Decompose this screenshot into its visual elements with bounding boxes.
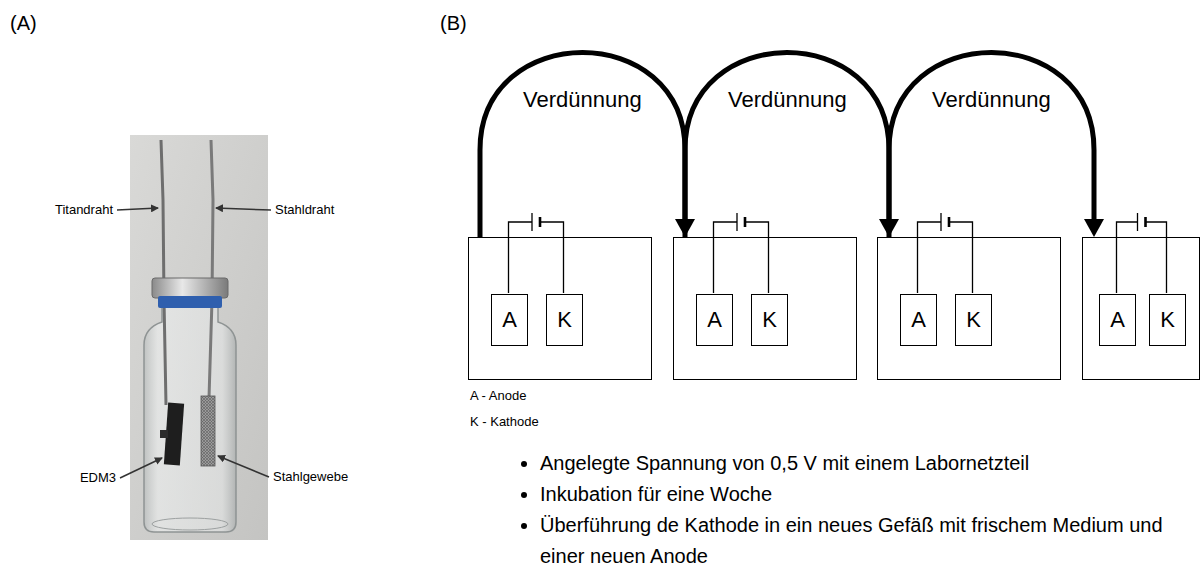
- electrode-letter: A: [707, 307, 722, 333]
- battery-plate: [736, 213, 737, 231]
- wire: [918, 222, 942, 293]
- wire: [1117, 222, 1138, 293]
- wire: [509, 222, 533, 293]
- panel-letter: (A): [10, 12, 37, 35]
- vessel-box: AK: [1082, 237, 1200, 380]
- electrode-box: A: [900, 294, 937, 346]
- bullet-item: Angelegte Spannung von 0,5 V mit einem L…: [540, 448, 1202, 479]
- electrode-box: A: [1099, 294, 1136, 346]
- edge-label: Verdünnung: [929, 87, 1054, 113]
- bullet-list: Angelegte Spannung von 0,5 V mit einem L…: [518, 448, 1202, 572]
- part-label: EDM3: [80, 470, 116, 485]
- part-label: Titandraht: [55, 202, 113, 217]
- battery-plate: [948, 217, 951, 227]
- vessel-box: AK: [673, 237, 857, 380]
- battery-plate: [940, 213, 941, 231]
- edge-label: Verdünnung: [520, 87, 645, 113]
- wire: [1146, 222, 1167, 293]
- wire: [745, 222, 769, 293]
- electrode-letter: A: [502, 307, 517, 333]
- electrode-box: K: [955, 294, 992, 346]
- bullet-item: Überführung de Kathode in ein neues Gefä…: [540, 510, 1202, 572]
- arrow-head: [1084, 219, 1104, 237]
- electrode-letter: K: [1160, 307, 1175, 333]
- edge-label: Verdünnung: [725, 87, 850, 113]
- legend-note: A - Anode: [470, 388, 526, 403]
- electrode-box: A: [696, 294, 733, 346]
- arrow-shaft: [889, 53, 1094, 238]
- vessel-box: AK: [877, 237, 1061, 380]
- battery-plate: [1144, 217, 1147, 227]
- wire: [714, 222, 738, 293]
- electrode-box: K: [751, 294, 788, 346]
- battery-plate: [539, 217, 542, 227]
- part-label: Stahldraht: [275, 202, 334, 217]
- panel-letter: (B): [440, 12, 467, 35]
- electrode-letter: K: [557, 307, 572, 333]
- vessel-box: AK: [468, 237, 652, 380]
- electrode-letter: A: [911, 307, 926, 333]
- dilution-arrow: [685, 53, 899, 238]
- legend-note: K - Kathode: [470, 414, 539, 429]
- dilution-arrow: [480, 53, 695, 238]
- electrode-letter: K: [762, 307, 777, 333]
- bullet-item: Inkubation für eine Woche: [540, 479, 1202, 510]
- electrode-box: A: [491, 294, 528, 346]
- battery-plate: [531, 213, 532, 231]
- electrode-letter: A: [1110, 307, 1125, 333]
- electrode-letter: K: [966, 307, 981, 333]
- wire: [540, 222, 564, 293]
- arrow-shaft: [685, 53, 889, 238]
- dilution-arrow: [889, 53, 1104, 238]
- battery-plate: [1137, 213, 1138, 231]
- battery-plate: [744, 217, 747, 227]
- arrow-shaft: [480, 53, 685, 238]
- electrode-box: K: [546, 294, 583, 346]
- part-label: Stahlgewebe: [273, 469, 348, 484]
- wire: [949, 222, 973, 293]
- electrode-box: K: [1149, 294, 1186, 346]
